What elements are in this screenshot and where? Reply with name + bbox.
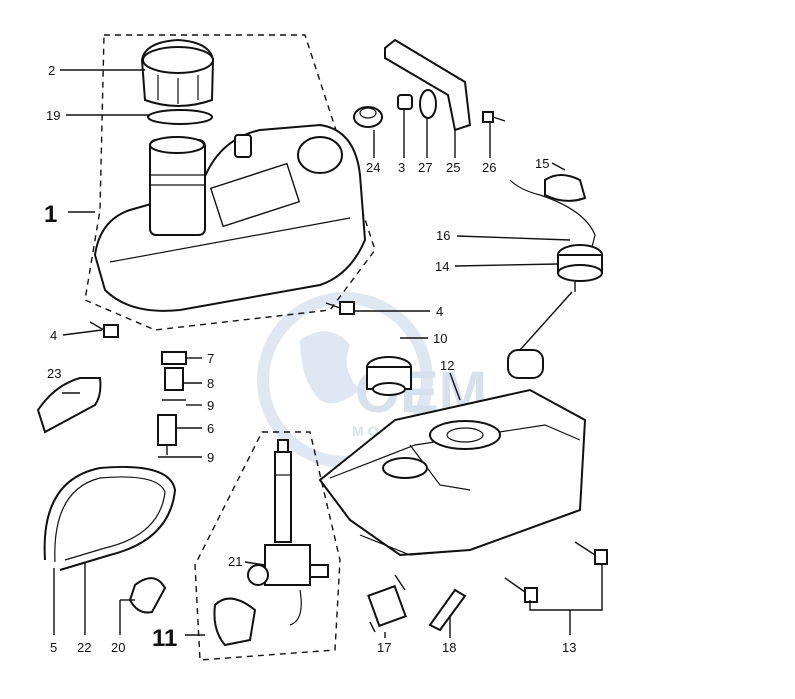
label-22: 22 bbox=[77, 640, 91, 655]
fuel-valve-small-parts bbox=[157, 351, 187, 458]
cap-seal-part bbox=[147, 109, 213, 125]
heat-shield-part bbox=[36, 377, 102, 434]
leader-4-left bbox=[62, 329, 103, 336]
leader-16 bbox=[456, 235, 571, 241]
nut-part bbox=[397, 94, 413, 110]
label-15: 15 bbox=[535, 156, 549, 171]
fuel-hose-part bbox=[43, 465, 177, 571]
fuel-tube-part bbox=[428, 588, 467, 632]
bolt-part bbox=[482, 111, 506, 123]
label-12: 12 bbox=[440, 358, 454, 373]
hose-clip-part bbox=[128, 577, 167, 614]
leader-12 bbox=[449, 372, 461, 401]
label-21: 21 bbox=[228, 554, 242, 569]
washer-part bbox=[419, 89, 437, 119]
label-9-lower: 9 bbox=[207, 450, 214, 465]
bolt-left-part bbox=[89, 321, 119, 338]
label-18: 18 bbox=[442, 640, 456, 655]
label-27: 27 bbox=[418, 160, 432, 175]
grommet-part bbox=[353, 106, 383, 128]
filler-cap-part bbox=[366, 356, 412, 396]
label-6: 6 bbox=[207, 421, 214, 436]
label-17: 17 bbox=[377, 640, 391, 655]
leader-21 bbox=[244, 561, 266, 566]
label-5: 5 bbox=[50, 640, 57, 655]
assembly-11-boundary bbox=[194, 431, 341, 661]
leader-15 bbox=[551, 162, 566, 171]
label-1: 1 bbox=[44, 201, 57, 228]
label-19: 19 bbox=[46, 108, 60, 123]
label-14: 14 bbox=[435, 259, 449, 274]
label-2: 2 bbox=[48, 63, 55, 78]
sender-wire bbox=[509, 179, 596, 256]
tank-cover-part bbox=[93, 123, 367, 312]
watermark-continent-shape bbox=[300, 331, 360, 404]
label-26: 26 bbox=[482, 160, 496, 175]
leader-13-bracket bbox=[529, 565, 603, 611]
fuel-tank-part bbox=[318, 388, 587, 557]
label-3: 3 bbox=[398, 160, 405, 175]
label-13: 13 bbox=[562, 640, 576, 655]
label-24: 24 bbox=[366, 160, 380, 175]
label-10: 10 bbox=[433, 331, 447, 346]
bracket-part bbox=[384, 38, 472, 132]
fuel-level-sender-part bbox=[507, 244, 603, 379]
label-4-mid: 4 bbox=[436, 304, 443, 319]
fuel-filter-part bbox=[367, 574, 407, 633]
fuel-tap-assembly-part bbox=[213, 439, 329, 647]
label-4-left: 4 bbox=[50, 328, 57, 343]
label-7: 7 bbox=[207, 351, 214, 366]
bolt-pair-part bbox=[504, 541, 608, 603]
label-11: 11 bbox=[152, 625, 177, 652]
label-16: 16 bbox=[436, 228, 450, 243]
assembly-1-boundary bbox=[84, 34, 376, 331]
label-9-upper: 9 bbox=[207, 398, 214, 413]
fuel-cap-part bbox=[140, 38, 215, 107]
label-8: 8 bbox=[207, 376, 214, 391]
leader-14 bbox=[454, 263, 559, 267]
label-25: 25 bbox=[446, 160, 460, 175]
retaining-ring-part bbox=[544, 174, 587, 202]
label-23: 23 bbox=[47, 366, 61, 381]
bolt-upper-part bbox=[325, 301, 355, 315]
label-20: 20 bbox=[111, 640, 125, 655]
